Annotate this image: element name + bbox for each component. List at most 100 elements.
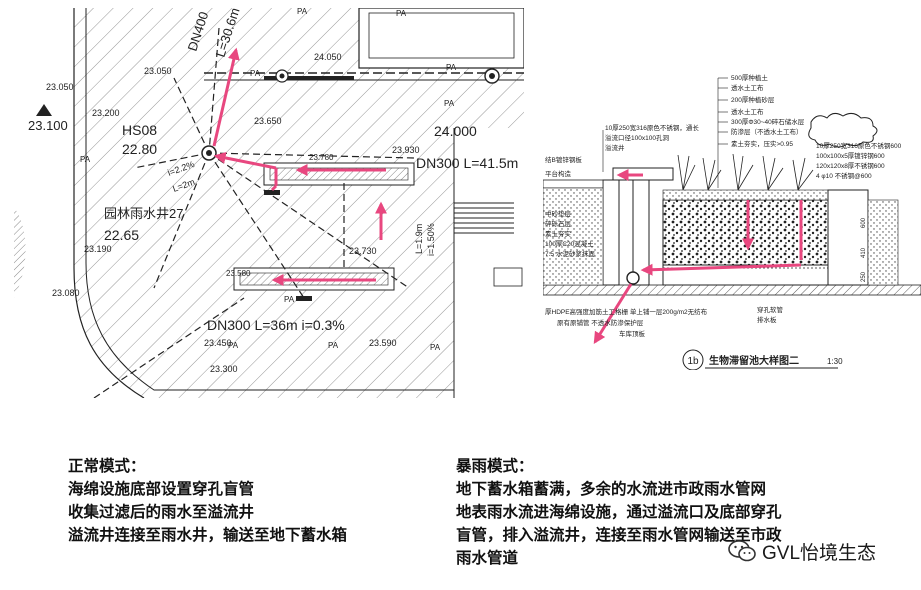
sec-top-1: 10厚250宽316原色不锈钢，通长 bbox=[605, 123, 699, 132]
label-pa-top4: PA bbox=[446, 63, 457, 72]
label-e23930: 23.930 bbox=[392, 145, 420, 155]
normal-mode-caption: 正常模式： 海绵设施底部设置穿孔盲管 收集过滤后的雨水至溢流井 溢流井连接至雨水… bbox=[68, 454, 428, 546]
sec-label-2: 透水土工布 bbox=[731, 83, 764, 92]
sec-dim-2: 410 bbox=[861, 247, 867, 258]
manhole-hs08 bbox=[201, 145, 217, 161]
bioretention-section-drawing: 500厚种植土 透水土工布 200厚种植砂层 透水土工布 300厚Φ30~40碎… bbox=[543, 73, 921, 370]
sec-right-2: 100x100x5厚镀锌钢600 bbox=[816, 151, 885, 160]
sec-left-5: 素土夯实 bbox=[545, 229, 572, 238]
label-e23590: 23.590 bbox=[369, 338, 397, 348]
sec-label-3: 200厚种植砂层 bbox=[731, 95, 775, 104]
normal-mode-line-2: 收集过滤后的雨水至溢流井 bbox=[68, 502, 255, 521]
label-pa-mid1: PA bbox=[80, 155, 91, 164]
storm-mode-caption: 暴雨模式： 地下蓄水箱蓄满，多余的水流进市政雨水管网 地表雨水流进海绵设施，通过… bbox=[456, 454, 896, 569]
section-flow-arrows bbox=[593, 169, 803, 345]
label-e23100: 23.100 bbox=[28, 118, 68, 133]
label-garden-well: 园林雨水井27 bbox=[104, 206, 183, 221]
label-dn300b: DN300 L=36m i=0.3% bbox=[207, 317, 345, 333]
overflow-well-upper bbox=[264, 190, 280, 195]
label-e23050a: 23.050 bbox=[144, 66, 172, 76]
sec-bottom-5: 排水板 bbox=[757, 315, 777, 324]
label-e23050b: 23.050 bbox=[46, 82, 74, 92]
normal-mode-line-3: 溢流井连接至雨水井，输送至地下蓄水箱 bbox=[68, 525, 348, 544]
label-e23780: 23.780 bbox=[309, 153, 334, 162]
label-pa-mid3: PA bbox=[284, 295, 295, 304]
label-e23450: 23.450 bbox=[204, 338, 232, 348]
sec-bottom-4: 穿孔软管 bbox=[757, 305, 784, 314]
storm-mode-title: 暴雨模式： bbox=[456, 456, 534, 475]
annotation-cloud bbox=[808, 112, 878, 148]
wechat-icon bbox=[728, 540, 756, 562]
elevation-marker-icon bbox=[36, 104, 52, 116]
label-pa-top2: PA bbox=[396, 9, 407, 18]
sec-label-6: 防渗层（不透水土工布） bbox=[731, 127, 803, 136]
plants-icon bbox=[677, 153, 814, 191]
label-e23080: 23.080 bbox=[52, 288, 80, 298]
sec-label-5: 300厚Φ30~40碎石储水层 bbox=[731, 117, 805, 126]
sec-label-4: 透水土工布 bbox=[731, 107, 764, 116]
normal-mode-title: 正常模式： bbox=[68, 456, 146, 475]
label-e2280: 22.80 bbox=[122, 141, 157, 157]
normal-mode-line-1: 海绵设施底部设置穿孔盲管 bbox=[68, 479, 255, 498]
gravel-storage-layer bbox=[662, 199, 829, 266]
sec-left-1: 结B镀锌钢板 bbox=[545, 155, 582, 164]
perforated-pipe bbox=[626, 271, 640, 285]
pipe-lines bbox=[93, 27, 415, 398]
watermark: GVL怡境生态 bbox=[728, 537, 876, 565]
flow-arrows bbox=[212, 47, 387, 286]
sec-right-3: 120x120x8厚不锈钢600 bbox=[816, 161, 885, 170]
sec-top-3: 溢流井 bbox=[605, 143, 625, 152]
label-e23650: 23.650 bbox=[254, 116, 282, 126]
sec-bottom-2: 原有原铺管 不透水防渗保护层 bbox=[557, 318, 644, 327]
manhole-top-mid bbox=[275, 69, 289, 83]
label-i150: i=1.50% bbox=[426, 223, 436, 256]
label-e23200: 23.200 bbox=[92, 108, 120, 118]
label-e23580: 23.580 bbox=[226, 269, 251, 278]
storm-mode-line-1: 地下蓄水箱蓄满，多余的水流进市政雨水管网 bbox=[456, 479, 767, 498]
road-area bbox=[14, 8, 144, 398]
planting-soil-layer bbox=[662, 189, 829, 201]
label-dn300a: DN300 L=41.5m bbox=[416, 155, 518, 171]
label-e2265: 22.65 bbox=[104, 227, 139, 243]
label-pa-bot1: PA bbox=[228, 341, 239, 350]
storm-mode-line-4: 雨水管道 bbox=[456, 548, 519, 567]
label-e23190: 23.190 bbox=[84, 244, 112, 254]
label-e24050: 24.050 bbox=[314, 52, 342, 62]
storm-mode-line-2: 地表雨水流进海绵设施，通过溢流口及底部穿孔 bbox=[456, 502, 782, 521]
sec-left-6: 100厚C20混凝土 bbox=[545, 239, 594, 248]
sec-dim-3: 250 bbox=[861, 271, 867, 282]
sec-left-4: 碎砾石层 bbox=[545, 219, 572, 228]
site-plan-drawing: DN400 L=30.6m PA PA PA PA 23.050 23.050 … bbox=[14, 8, 524, 398]
label-l19: L=1.9m bbox=[414, 224, 424, 254]
label-e24000: 24.000 bbox=[434, 123, 477, 139]
label-pa-top3: PA bbox=[250, 69, 261, 78]
label-pa-bot3: PA bbox=[430, 343, 441, 352]
sec-bottom-3: 车库顶板 bbox=[619, 329, 646, 338]
label-e23300: 23.300 bbox=[210, 364, 238, 374]
section-title-scale: 1:30 bbox=[827, 357, 843, 366]
sec-dim-1: 600 bbox=[861, 217, 867, 228]
section-title: 1b 生物滞留池大样图二 1:30 bbox=[682, 349, 843, 370]
label-hs08: HS08 bbox=[122, 122, 157, 138]
sec-bottom-1: 厚HDPE高强度加筋土工格栅 单上铺一层200g/m2无纺布 bbox=[545, 307, 708, 316]
watermark-text: GVL怡境生态 bbox=[762, 542, 877, 564]
slab-layer bbox=[543, 284, 921, 296]
sec-left-3: 中砂垫层 bbox=[545, 209, 572, 218]
section-title-text: 生物滞留池大样图二 bbox=[709, 354, 799, 367]
sec-right-1: 10厚250宽316原色不锈钢600 bbox=[816, 141, 902, 150]
label-pa-mid2: PA bbox=[444, 99, 455, 108]
building-outline bbox=[358, 8, 524, 69]
label-pa-bot2: PA bbox=[328, 341, 339, 350]
label-e23730: 23.730 bbox=[349, 246, 377, 256]
storm-mode-line-3: 盲管，排入溢流井，连接至雨水管网输送至市政 bbox=[456, 525, 782, 544]
section-title-number: 1b bbox=[687, 356, 699, 367]
label-pa-top1: PA bbox=[297, 8, 308, 16]
sec-right-4: 4 φ10 不锈钢@600 bbox=[816, 171, 872, 180]
sec-left-7: 7.5 水泥砂浆抹面 bbox=[545, 249, 595, 258]
sec-label-1: 500厚种植土 bbox=[731, 73, 768, 82]
manhole-top-right bbox=[484, 68, 500, 84]
sec-left-2: 平台构造 bbox=[545, 169, 572, 178]
sec-top-2: 溢流口径100x100孔洞 bbox=[605, 133, 669, 142]
sec-label-7: 素土夯实，压实>0.95 bbox=[731, 139, 793, 148]
overflow-well-lower bbox=[296, 296, 312, 301]
